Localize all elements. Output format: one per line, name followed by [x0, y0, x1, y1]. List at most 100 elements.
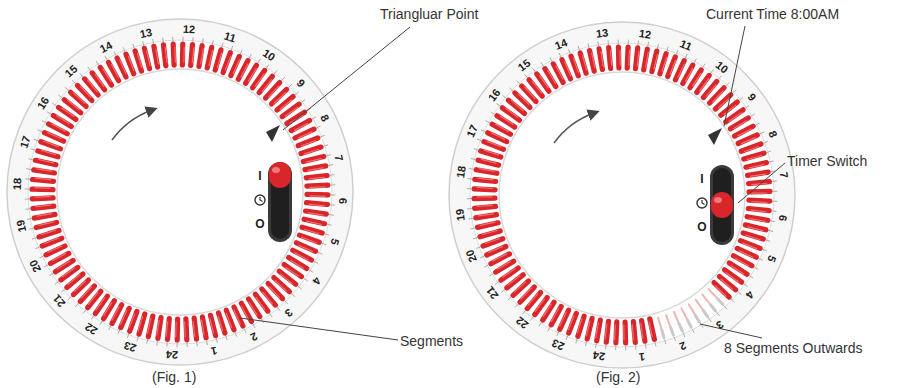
segment-pin: [305, 166, 326, 170]
segment-highlight: [269, 287, 279, 298]
scale-tick: [27, 168, 31, 170]
scale-tick: [550, 58, 552, 62]
segment-highlight: [234, 310, 240, 324]
scale-tick: [25, 199, 29, 200]
scale-tick: [96, 62, 98, 65]
scale-tick: [539, 323, 541, 326]
segment-pin: [480, 231, 500, 237]
segment-highlight: [44, 141, 58, 146]
segment-pin-out: [671, 327, 674, 335]
segment-pin: [587, 318, 592, 339]
segment-highlight: [521, 288, 532, 299]
scale-tick: [317, 126, 321, 128]
segment-highlight: [726, 273, 738, 282]
segment-pin: [668, 57, 676, 77]
scale-tick: [298, 286, 301, 289]
scale-tick: [468, 208, 472, 209]
segment-highlight: [715, 286, 726, 297]
segment-pin: [307, 192, 328, 198]
segment-highlight: [628, 50, 630, 65]
scale-tick: [541, 63, 543, 66]
segment-highlight: [512, 101, 523, 111]
segment-pin-out: [711, 305, 716, 311]
scale-tick: [321, 135, 325, 137]
segment-pin: [491, 254, 510, 264]
segment-highlight: [548, 71, 556, 84]
scale-tick: [47, 112, 50, 114]
scale-tick: [694, 59, 696, 63]
segment-pin: [180, 44, 186, 65]
segment-highlight: [269, 86, 279, 97]
segment-highlight: [749, 165, 764, 168]
segment-pin-out: [703, 310, 708, 317]
segment-pin: [562, 60, 571, 79]
scale-tick: [763, 249, 767, 250]
scale-tick: [331, 204, 335, 205]
segment-highlight: [129, 57, 134, 71]
scale-tick: [29, 158, 33, 160]
scale-tick: [615, 346, 616, 350]
timer-dial: [7, 19, 353, 365]
scale-tick: [65, 88, 68, 91]
segment-highlight: [111, 64, 118, 77]
segment-pin-out: [674, 312, 679, 323]
segment-pin: [202, 317, 206, 338]
scale-tick: [142, 42, 144, 46]
segment-highlight: [121, 311, 127, 325]
scale-tick: [73, 80, 76, 83]
scale-tick: [282, 77, 285, 80]
segment-highlight: [88, 293, 97, 305]
segment-pin: [478, 223, 499, 228]
segment-pin: [211, 315, 216, 335]
scale-tick: [608, 41, 609, 45]
segment-pin: [738, 135, 757, 144]
segment-highlight: [565, 62, 571, 76]
scale-tick: [118, 330, 120, 334]
scale-tick: [645, 344, 647, 348]
segment-pin: [130, 312, 137, 332]
scale-tick: [177, 343, 178, 347]
segment-pin-out: [666, 315, 670, 326]
segment-pin: [35, 160, 56, 165]
segment-highlight: [528, 294, 538, 305]
segment-highlight: [35, 187, 50, 189]
segment-highlight: [654, 54, 658, 69]
scale-tick: [657, 44, 659, 48]
segment-pin: [551, 307, 561, 325]
scale-tick: [647, 42, 649, 46]
segment-highlight: [210, 319, 214, 334]
scale-tick: [127, 334, 128, 338]
scale-tick: [62, 289, 65, 292]
scale-tick: [123, 48, 125, 52]
segment-pin: [139, 314, 145, 334]
segment-pin: [745, 225, 766, 230]
segment-highlight: [81, 87, 91, 98]
segment-highlight: [62, 108, 74, 117]
segment-highlight: [751, 174, 766, 176]
segment-highlight: [120, 60, 126, 74]
segment-pin-out: [681, 308, 687, 319]
segment-pin: [622, 322, 628, 343]
scale-tick: [733, 90, 736, 93]
segment-highlight: [525, 87, 535, 98]
segment-highlight: [262, 80, 271, 92]
scale-tick: [324, 145, 328, 146]
segment-highlight: [165, 48, 167, 63]
scale-tick: [525, 74, 528, 77]
segment-highlight: [685, 68, 692, 81]
scale-tick: [726, 83, 729, 86]
scale-tick: [569, 50, 570, 54]
segment-highlight: [479, 214, 494, 216]
scale-tick: [114, 52, 116, 56]
scale-tick: [490, 274, 493, 276]
segment-highlight: [743, 243, 757, 249]
scale-tick: [133, 44, 134, 48]
scale-tick: [471, 158, 475, 160]
scale-tick: [327, 154, 331, 156]
scale-tick: [533, 68, 535, 71]
segment-pin: [642, 321, 645, 342]
segment-pin: [747, 217, 768, 221]
segment-highlight: [623, 325, 624, 340]
segment-pin: [743, 233, 763, 239]
scale-tick: [325, 234, 329, 235]
